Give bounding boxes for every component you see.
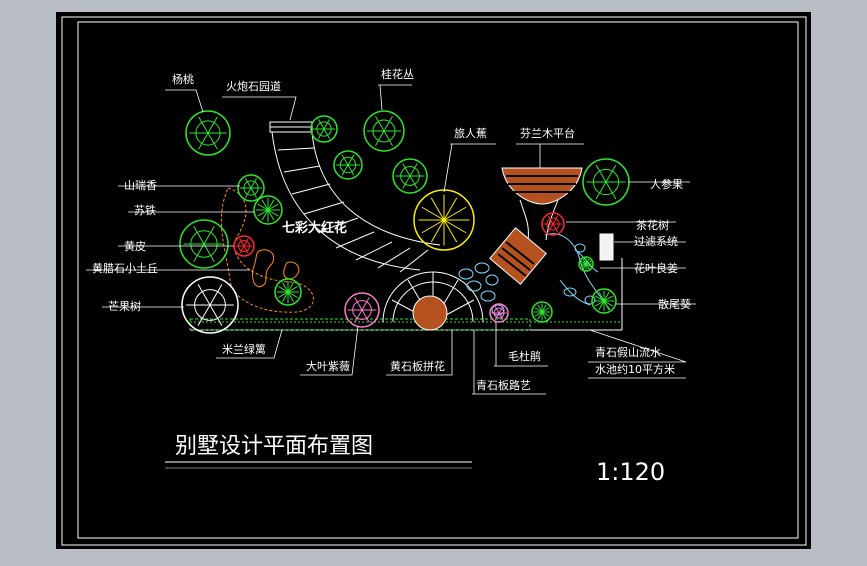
drawing-scale: 1:120 bbox=[596, 458, 665, 486]
label-huangpi: 黄皮 bbox=[124, 239, 146, 253]
tree-palm-mound bbox=[274, 278, 302, 306]
tree-yangtao bbox=[185, 110, 231, 156]
tree-chahua bbox=[541, 212, 565, 236]
tree-lvrenjiao bbox=[413, 189, 475, 251]
leader-qingshi_jiashan bbox=[588, 329, 687, 363]
tree-shrub-a bbox=[531, 301, 553, 323]
label-qingshi_jiashan: 青石假山流水 bbox=[595, 345, 661, 359]
label-mangguo: 芒果树 bbox=[108, 299, 141, 313]
tree-shanruixiang bbox=[237, 174, 265, 202]
tree-mango bbox=[181, 276, 239, 334]
paving-semicircle bbox=[382, 271, 484, 331]
label-maodujuan: 毛杜鹃 bbox=[508, 349, 541, 363]
label-renshenguo: 人参果 bbox=[650, 177, 683, 191]
label-dayezi: 大叶紫薇 bbox=[306, 359, 350, 373]
label-shanruixiang: 山瑞香 bbox=[124, 178, 157, 192]
tree-shrub-b bbox=[578, 256, 594, 272]
leader-yangtao bbox=[165, 89, 204, 113]
leader-lvrenjiao bbox=[443, 143, 496, 193]
tree-dayezi bbox=[344, 292, 380, 328]
outer-frame bbox=[61, 16, 807, 546]
leader-milan bbox=[216, 329, 283, 359]
tree-sanweikui bbox=[591, 288, 617, 314]
label-yangtao: 杨桃 bbox=[172, 72, 194, 86]
tree-guihua-b bbox=[333, 150, 363, 180]
drawing-title: 别墅设计平面布置图 bbox=[175, 434, 373, 459]
label-shuichi: 水池约10平方米 bbox=[595, 362, 675, 376]
label-lvrenjiao: 旅人蕉 bbox=[454, 126, 487, 140]
label-sanweikui: 散尾葵 bbox=[658, 297, 691, 311]
label-huaye: 花叶良姜 bbox=[634, 261, 678, 275]
tree-huangpi bbox=[179, 219, 229, 269]
leader-guihua bbox=[378, 84, 412, 111]
label-huangla: 黄腊石小土丘 bbox=[92, 261, 158, 275]
tree-maodujuan bbox=[489, 303, 509, 323]
stone-mound bbox=[221, 187, 314, 313]
leader-fenlanmu bbox=[516, 143, 584, 168]
label-guihua: 桂花丛 bbox=[381, 67, 414, 81]
plant-symbols bbox=[179, 110, 630, 334]
tree-sutie bbox=[253, 195, 283, 225]
leader-huopao bbox=[222, 96, 297, 121]
stone-path bbox=[269, 121, 441, 273]
center-plant-label: 七彩大红花 bbox=[282, 220, 347, 236]
timber-platform bbox=[489, 167, 583, 285]
label-huangshiban: 黄石板拼花 bbox=[390, 359, 445, 373]
leader-huangshiban bbox=[386, 330, 453, 376]
tree-sutie-a bbox=[310, 115, 338, 143]
leader-maodujuan bbox=[494, 322, 548, 367]
label-huopao: 火炮石园道 bbox=[226, 79, 281, 93]
leader-dayezi bbox=[300, 325, 359, 376]
label-fenlanmu: 芬兰木平台 bbox=[520, 126, 575, 140]
label-guolv: 过滤系统 bbox=[634, 235, 678, 248]
label-sutie: 苏铁 bbox=[134, 204, 156, 217]
label-qingshiban: 青石板路艺 bbox=[476, 378, 531, 392]
label-milan: 米兰绿篱 bbox=[222, 342, 266, 356]
leader-qingshiban bbox=[472, 330, 546, 395]
inner-frame bbox=[77, 21, 799, 539]
stepping-stones bbox=[458, 262, 505, 316]
filter-system-box bbox=[599, 233, 614, 261]
label-chahuashu: 茶花树 bbox=[636, 218, 669, 232]
tree-guihua-a bbox=[363, 110, 405, 152]
tree-guihua-c bbox=[392, 158, 428, 194]
